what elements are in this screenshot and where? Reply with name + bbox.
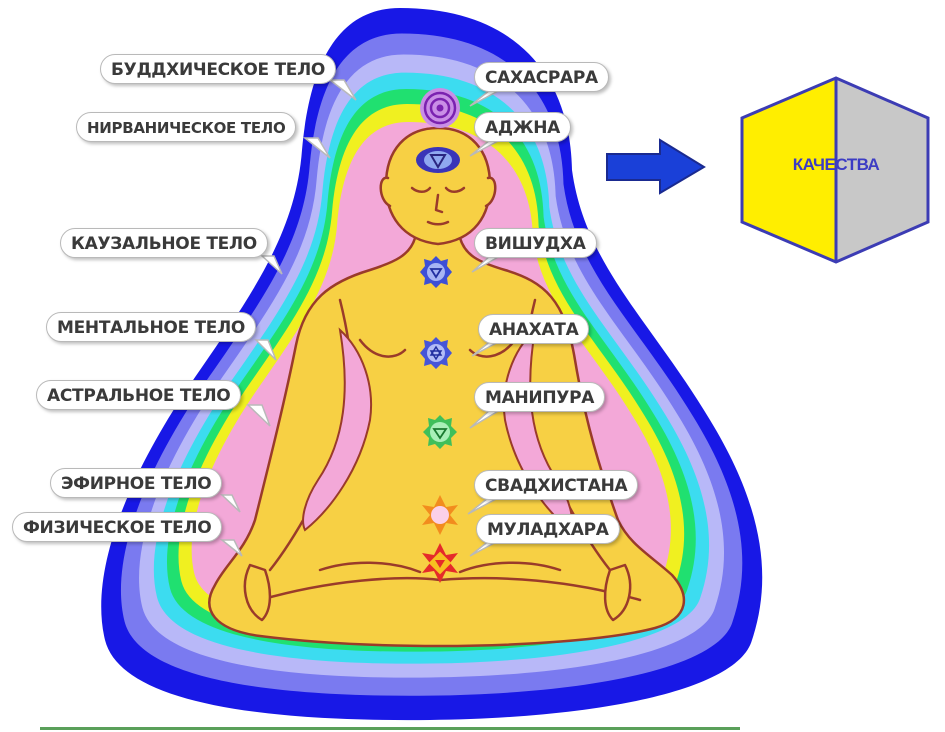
figure-ear-right — [484, 176, 497, 208]
bottom-divider — [40, 727, 740, 730]
figure-ear-left — [379, 176, 392, 208]
hexagon-left-half — [742, 78, 836, 262]
figure-chest-right — [468, 338, 517, 358]
qualities-hexagon — [740, 76, 930, 264]
chakra-sahasrara-symbol — [420, 88, 460, 128]
figure-hand-right — [603, 563, 632, 622]
label-causal-body: КАУЗАЛЬНОЕ ТЕЛО — [60, 228, 268, 258]
arrow-icon — [606, 138, 706, 195]
label-sahasrara: САХАСРАРА — [474, 62, 609, 92]
tail-mental — [254, 339, 277, 361]
label-mental-body: МЕНТАЛЬНОЕ ТЕЛО — [46, 312, 257, 342]
chakra-svadhisthana-symbol — [422, 495, 458, 535]
chakra-anahata-symbol — [420, 337, 452, 369]
chakra-manipura-symbol — [423, 415, 457, 449]
label-tails — [219, 79, 503, 557]
figure-eye-right — [444, 186, 466, 193]
label-astral-body: АСТРАЛЬНОЕ ТЕЛО — [36, 380, 242, 410]
figure-feet — [318, 561, 562, 574]
hexagon-right-half — [836, 78, 928, 262]
tail-causal — [260, 255, 283, 275]
chakra-vishuddha-symbol — [420, 256, 452, 288]
label-muladhara: МУЛАДХАРА — [476, 514, 620, 544]
chakra-symbols — [416, 88, 460, 583]
label-nirvanic-body: НИРВАНИЧЕСКОЕ ТЕЛО — [76, 112, 297, 142]
tail-etheric — [220, 494, 241, 513]
tail-astral — [246, 404, 271, 427]
label-ajna: АДЖНА — [474, 112, 571, 142]
tail-physical — [219, 539, 243, 557]
figure-hand-left — [243, 563, 272, 622]
hexagon-border — [740, 76, 930, 264]
figure-eye-left — [410, 186, 432, 193]
label-vishuddha: ВИШУДХА — [474, 228, 597, 258]
label-etheric-body: ЭФИРНОЕ ТЕЛО — [50, 468, 223, 498]
tail-buddhic — [327, 79, 357, 101]
chakra-muladhara-symbol — [422, 543, 458, 583]
qualities-label: КАЧЕСТВА — [792, 155, 880, 174]
figure-chest — [358, 338, 407, 358]
tail-nirvanic — [302, 137, 331, 159]
label-manipura: МАНИПУРА — [474, 382, 606, 412]
label-anahata: АНАХАТА — [478, 314, 590, 344]
pink-gap-left — [302, 327, 372, 532]
label-buddhic-body: БУДДХИЧЕСКОЕ ТЕЛО — [100, 54, 337, 84]
figure-head — [384, 126, 492, 246]
figure-mouth — [426, 220, 450, 226]
label-physical-body: ФИЗИЧЕСКОЕ ТЕЛО — [12, 512, 223, 542]
figure-nose — [434, 193, 444, 214]
label-svadhisthana: СВАДХИСТАНА — [474, 470, 639, 500]
chakra-ajna-symbol — [416, 147, 460, 173]
